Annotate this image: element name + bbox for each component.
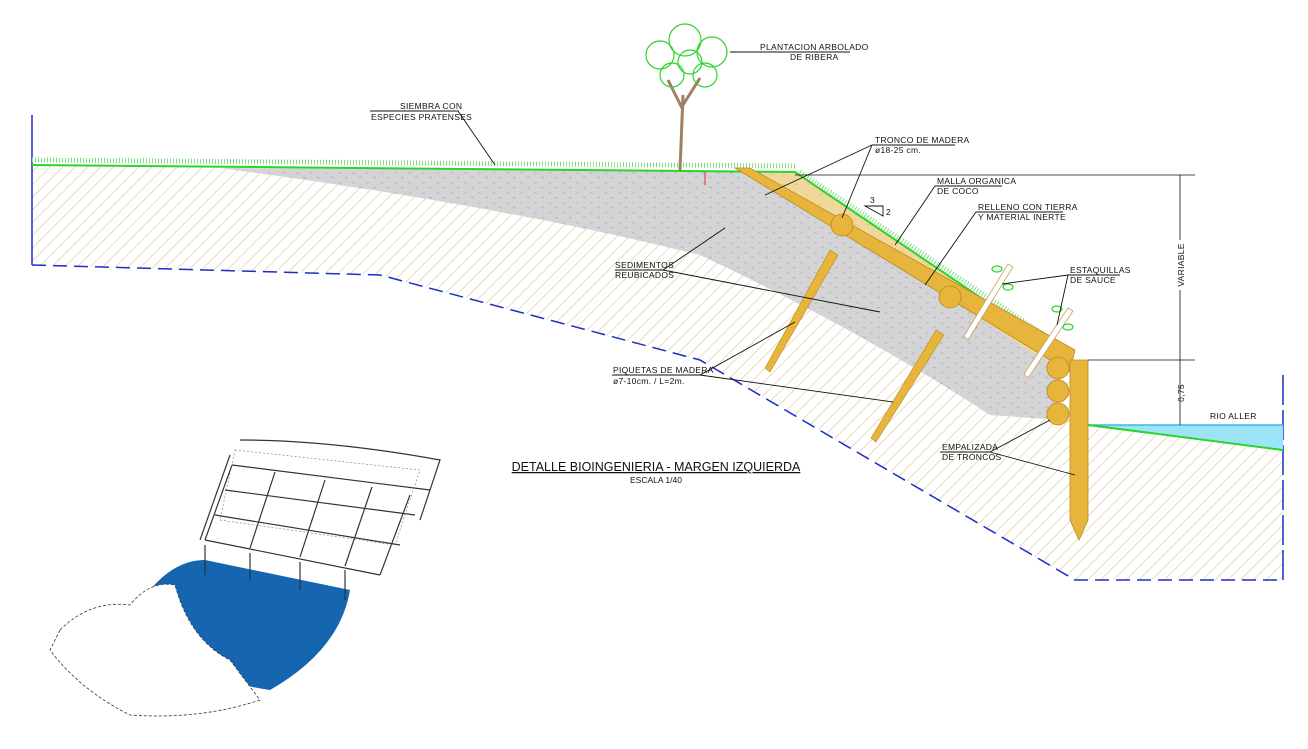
label-sedimentos-1: SEDIMENTOS	[615, 260, 674, 270]
slope-rise: 2	[886, 207, 891, 217]
label-sedimentos-2: REUBICADOS	[615, 270, 674, 280]
label-plantacion-2: DE RIBERA	[790, 52, 839, 62]
label-malla-2: DE COCO	[937, 186, 979, 196]
label-plantacion-1: PLANTACION ARBOLADO	[760, 42, 869, 52]
wooden-stake	[764, 249, 839, 373]
label-tronco-2: ø18-25 cm.	[875, 145, 921, 155]
label-piquetas-2: ø7-10cm. / L=2m.	[613, 376, 685, 386]
river-bed	[1087, 424, 1284, 451]
dimension-height: 0,75	[1176, 384, 1186, 402]
slope-triangle-icon	[863, 205, 884, 217]
tree-icon	[645, 23, 728, 171]
label-siembra-2: ESPECIES PRATENSES	[371, 112, 472, 122]
dimension-variable: VARIABLE	[1176, 243, 1186, 286]
log-icon	[830, 213, 1070, 426]
section-boundary-dashed	[31, 264, 1283, 581]
label-malla-1: MALLA ORGANICA	[937, 176, 1016, 186]
willow-leaf-icon	[991, 265, 1074, 331]
label-tronco-1: TRONCO DE MADERA	[875, 135, 970, 145]
dimension-lines	[795, 174, 1195, 425]
soil-hatch	[32, 165, 1283, 580]
label-relleno-1: RELLENO CON TIERRA	[978, 202, 1078, 212]
label-relleno-2: Y MATERIAL INERTE	[978, 212, 1066, 222]
label-rio: RIO ALLER	[1210, 411, 1257, 421]
drawing-scale: ESCALA 1/40	[630, 475, 682, 485]
label-estaquillas-2: DE SAUCE	[1070, 275, 1116, 285]
label-empalizada-2: DE TRONCOS	[942, 452, 1002, 462]
drawing-title: DETALLE BIOINGENIERIA - MARGEN IZQUIERDA	[512, 460, 801, 474]
label-siembra-1: SIEMBRA CON	[400, 101, 462, 111]
palisade-post	[1069, 359, 1089, 541]
willow-cutting	[963, 263, 1014, 341]
willow-cutting	[1023, 307, 1074, 379]
slope-run: 3	[870, 195, 875, 205]
label-piquetas-1: PIQUETAS DE MADERA	[613, 365, 714, 375]
perspective-sketch	[49, 439, 441, 717]
leader-lines	[370, 51, 1120, 476]
label-empalizada-1: EMPALIZADA	[942, 442, 998, 452]
label-estaquillas-1: ESTAQUILLAS	[1070, 265, 1131, 275]
